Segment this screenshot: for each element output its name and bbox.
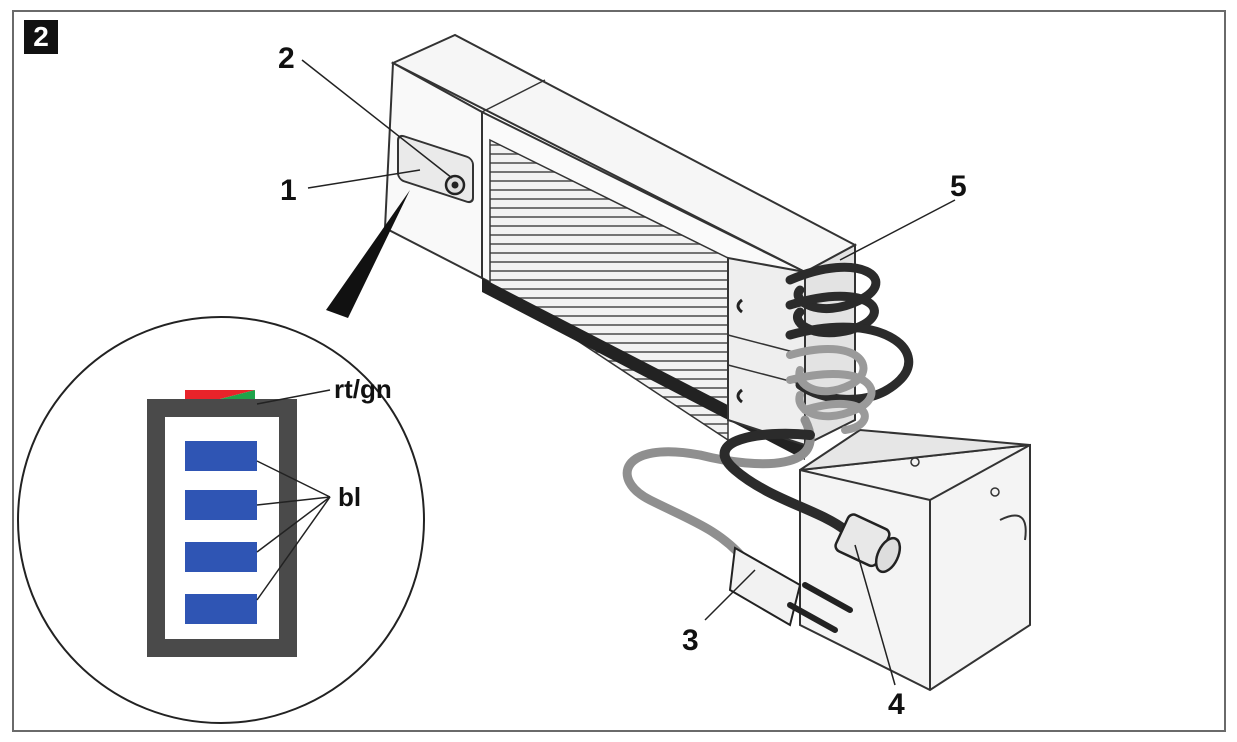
output-cable bbox=[719, 428, 902, 574]
wall-bracket bbox=[799, 428, 1031, 692]
callout-1: 1 bbox=[280, 174, 297, 207]
callout-5: 5 bbox=[950, 170, 967, 203]
charge-led-2 bbox=[185, 490, 257, 520]
mains-plug bbox=[728, 546, 802, 627]
charge-led-label: bl bbox=[338, 482, 362, 512]
figure-number-badge: 2 bbox=[24, 20, 58, 54]
callout-2: 2 bbox=[278, 42, 295, 75]
callout-leaders bbox=[301, 59, 956, 686]
figure-frame bbox=[12, 10, 1226, 732]
callout-4: 4 bbox=[888, 688, 905, 721]
status-led-label: rt/gn bbox=[334, 374, 392, 404]
charge-led-3 bbox=[185, 542, 257, 572]
button-panel bbox=[397, 134, 474, 204]
charger-body bbox=[383, 33, 858, 460]
zoom-pointer bbox=[326, 190, 410, 318]
mains-cable bbox=[622, 415, 853, 633]
charge-led-1 bbox=[185, 441, 257, 471]
charge-led-4 bbox=[185, 594, 257, 624]
cable-coil bbox=[785, 262, 914, 434]
led-detail bbox=[17, 316, 425, 724]
callout-3: 3 bbox=[682, 624, 699, 657]
